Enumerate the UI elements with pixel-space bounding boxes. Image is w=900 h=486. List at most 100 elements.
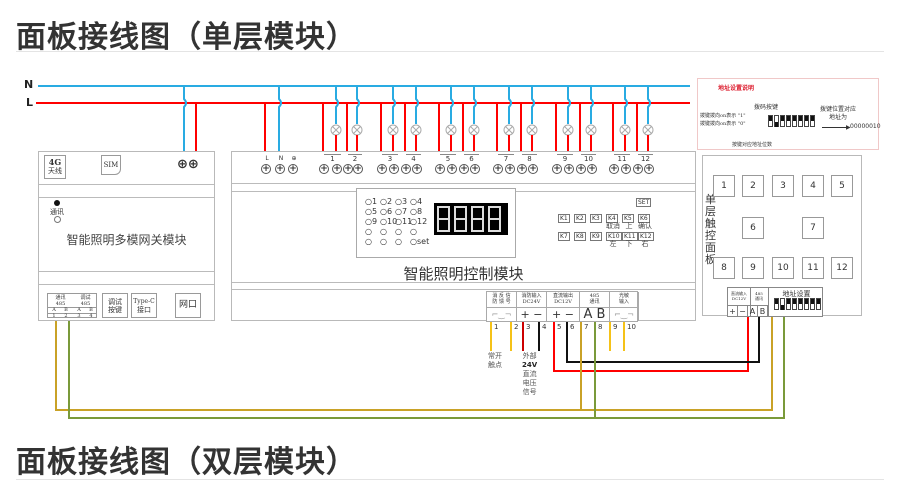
screw-terminal: +	[435, 164, 445, 174]
io-pin-number: 2	[514, 323, 519, 331]
key-function-label: 上	[625, 222, 633, 230]
debug-button[interactable]: 调试 按键	[102, 293, 128, 318]
key-k5[interactable]: K5	[622, 214, 634, 223]
dip-switch[interactable]	[810, 115, 815, 127]
dip-switch[interactable]	[810, 298, 815, 310]
screw-terminal: +	[401, 164, 411, 174]
touch-button-6[interactable]: 6	[742, 217, 764, 239]
dip-switch[interactable]	[768, 115, 773, 127]
dip-switch[interactable]	[774, 298, 779, 310]
dip-switch[interactable]	[792, 115, 797, 127]
touch-dip-switch[interactable]	[774, 298, 822, 316]
channel-led: ○6	[380, 207, 393, 216]
dip-switch[interactable]	[792, 298, 797, 310]
dip-switch[interactable]	[798, 115, 803, 127]
neutral-drop-wire	[647, 86, 651, 124]
lamp-icon	[562, 124, 574, 136]
channel-label: 1	[324, 154, 341, 163]
lamp-icon	[387, 124, 399, 136]
neutral-drop-wire	[624, 86, 628, 124]
dip-switch[interactable]	[774, 115, 779, 127]
io-group-title: 485	[589, 293, 600, 299]
comm-title: 485	[755, 291, 763, 296]
neutral-drop-wire	[567, 86, 571, 124]
panel-name-char: 单	[705, 193, 716, 206]
panel-terminal: B	[758, 306, 768, 317]
key-k6[interactable]: K6	[638, 214, 650, 223]
touch-button-7[interactable]: 7	[802, 217, 824, 239]
dip-switch[interactable]	[786, 298, 791, 310]
key-k3[interactable]: K3	[590, 214, 602, 223]
touch-button-4[interactable]: 4	[802, 175, 824, 197]
port-comm-sub: 485	[55, 301, 66, 307]
lamp-icon	[330, 124, 342, 136]
touch-button-10[interactable]: 10	[772, 257, 794, 279]
key-k8[interactable]: K8	[574, 232, 586, 241]
status-led-on	[54, 200, 60, 206]
neutral-drop-wire	[531, 86, 535, 124]
key-k12[interactable]: K12	[638, 232, 654, 241]
io-pin-number: 7	[584, 323, 589, 331]
typec-label: Type-C	[133, 298, 155, 305]
key-function-label: 取消	[606, 222, 620, 230]
display-panel: ○1○2○3○4○5○6○7○8○9○10○11○12○○○○○○○○set	[356, 188, 516, 258]
touch-button-3[interactable]: 3	[772, 175, 794, 197]
dip-switch[interactable]	[804, 115, 809, 127]
neutral-drop-wire	[590, 86, 594, 124]
polarity-symbol: A B	[580, 307, 609, 322]
screw-terminal: +	[552, 164, 562, 174]
note-line: 电压	[522, 379, 537, 387]
channel-label: 3	[382, 154, 398, 163]
gateway-module: 4G 天线 SIM 通讯 智能照明多模网关模块 通讯 485 调试 485 A …	[38, 151, 215, 321]
lamp-icon	[445, 124, 457, 136]
key-k4[interactable]: K4	[606, 214, 618, 223]
note-line: 触点	[488, 361, 502, 369]
dip-switch[interactable]	[798, 298, 803, 310]
touch-button-5[interactable]: 5	[831, 175, 853, 197]
set-button[interactable]: SET	[636, 198, 652, 207]
touch-button-1[interactable]: 1	[713, 175, 735, 197]
touch-button-2[interactable]: 2	[742, 175, 764, 197]
arrow-right-icon: ▶	[846, 124, 851, 131]
channel-label: 4	[406, 154, 421, 163]
touch-button-12[interactable]: 12	[831, 257, 853, 279]
key-k2[interactable]: K2	[574, 214, 586, 223]
key-k1[interactable]: K1	[558, 214, 570, 223]
dip-switch[interactable]	[804, 298, 809, 310]
touch-button-11[interactable]: 11	[802, 257, 824, 279]
comm-label: 通讯	[50, 208, 64, 216]
dip-switch[interactable]	[780, 115, 785, 127]
io-group-title: 直流输出	[552, 293, 573, 299]
channel-led: ○2	[380, 197, 393, 206]
channel-label: 6	[464, 154, 479, 163]
gateway-485-b-wire	[68, 321, 595, 419]
off-explain: 拨键拨向on表示 "0"	[700, 121, 746, 127]
key-k7[interactable]: K7	[558, 232, 570, 241]
panel-name-char: 面	[705, 241, 716, 254]
io-pin-number: 4	[542, 323, 547, 331]
touch-button-9[interactable]: 9	[742, 257, 764, 279]
key-k11[interactable]: K11	[622, 232, 638, 241]
neutral-drop-wire	[508, 86, 512, 124]
bus-l-label: L	[26, 96, 34, 109]
touch-panel-name: 单层触控面板	[705, 194, 716, 266]
panel-name-char: 控	[705, 229, 716, 242]
key-k10[interactable]: K10	[606, 232, 622, 241]
dip-switch[interactable]	[780, 298, 785, 310]
lamp-icon	[585, 124, 597, 136]
title-divider-2	[16, 479, 884, 480]
lamp-icon	[642, 124, 654, 136]
pin-num: 2	[64, 313, 68, 319]
io-group-title: 防 馈 号	[492, 299, 511, 305]
rs485-ports: 通讯 485 调试 485 A B A B 1 2 3 4	[47, 293, 97, 319]
touch-button-8[interactable]: 8	[713, 257, 735, 279]
pin-a: A	[77, 307, 81, 313]
dip-switch[interactable]	[816, 298, 821, 310]
io-group-title: DC24V	[522, 299, 541, 305]
debug-button-label-2: 按键	[108, 306, 122, 314]
key-k9[interactable]: K9	[590, 232, 602, 241]
lamp-icon	[526, 124, 538, 136]
dip-switch[interactable]	[786, 115, 791, 127]
